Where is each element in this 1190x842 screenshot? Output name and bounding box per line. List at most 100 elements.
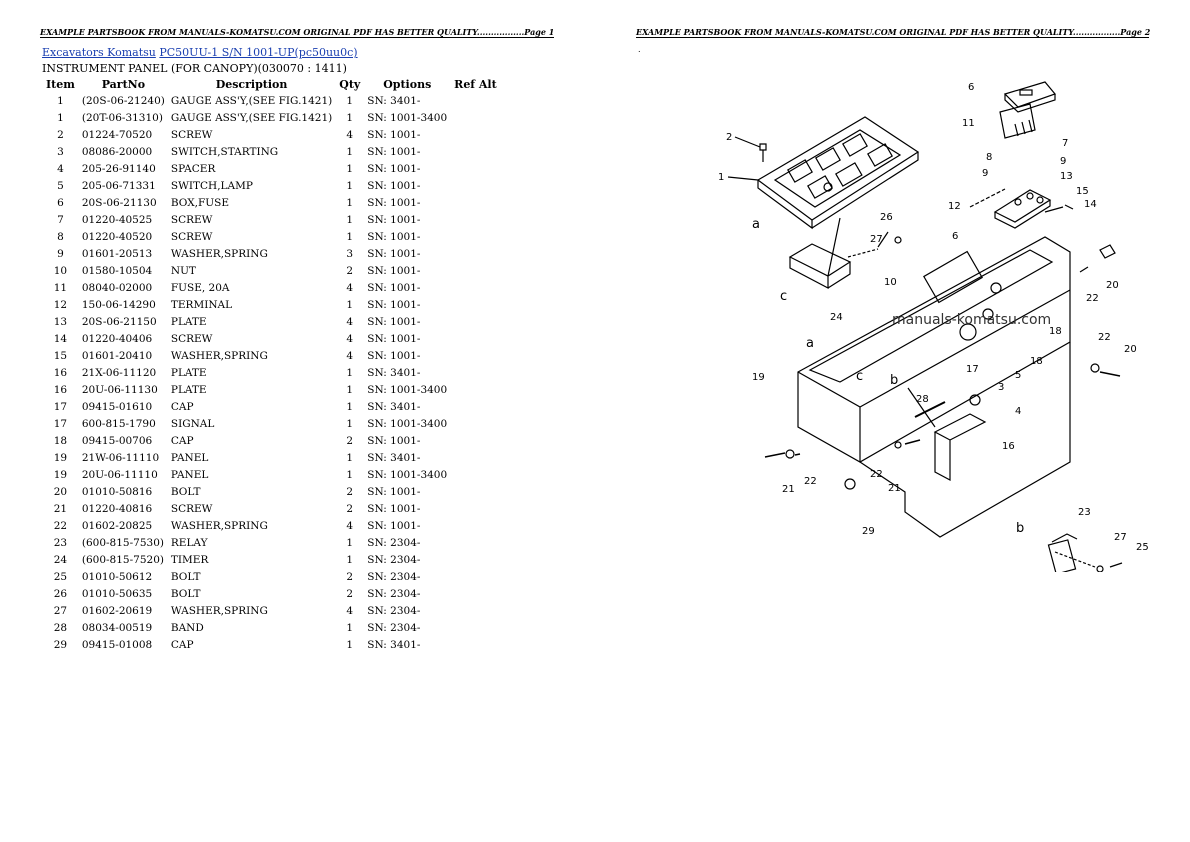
item-cell: 14	[53, 332, 68, 345]
options-cell: SN: 2304-	[367, 536, 421, 549]
callout-label: 20	[1106, 280, 1119, 291]
description-cell: WASHER,SPRING	[170, 604, 268, 617]
callout-label: 2	[726, 132, 732, 143]
options-cell: SN: 1001-	[367, 434, 421, 447]
item-cell: 16	[53, 383, 68, 396]
item-cell: 11	[53, 281, 68, 294]
description-cell: NUT	[170, 264, 196, 277]
callout-label: 17	[966, 364, 979, 375]
options-cell: SN: 2304-	[367, 570, 421, 583]
col-header-partno: PartNo	[101, 77, 146, 91]
header-rule-page2	[636, 37, 1149, 38]
qty-cell: 2	[346, 264, 354, 277]
partno-cell: 08040-02000	[81, 281, 153, 294]
callout-label: 3	[998, 382, 1004, 393]
options-cell: SN: 1001-	[367, 281, 421, 294]
qty-cell: 2	[346, 570, 354, 583]
description-cell: WASHER,SPRING	[170, 519, 268, 532]
breadcrumb-link-category[interactable]: Excavators Komatsu	[42, 46, 156, 59]
col-header-qty: Qty	[339, 77, 361, 91]
breadcrumb-link-model[interactable]: PC50UU-1 S/N 1001-UP(pc50uu0c)	[159, 46, 358, 59]
partno-cell: 01220-40816	[81, 502, 153, 515]
reference-letter: a	[752, 217, 760, 232]
description-cell: BOLT	[170, 587, 201, 600]
item-cell: 16	[53, 366, 68, 379]
callout-label: 20	[1124, 344, 1137, 355]
options-cell: SN: 1001-	[367, 247, 421, 260]
partno-cell: 09415-01610	[81, 400, 153, 413]
col-header-options: Options	[383, 77, 432, 91]
callout-label: 15	[1076, 186, 1089, 197]
page2-header: EXAMPLE PARTSBOOK FROM MANUALS-KOMATSU.C…	[636, 27, 1151, 37]
partno-cell: 600-815-1790	[81, 417, 156, 430]
header-rule-page1	[40, 37, 554, 38]
qty-cell: 1	[346, 196, 354, 209]
description-cell: BOLT	[170, 485, 201, 498]
partno-cell: (600-815-7520)	[81, 553, 164, 566]
callout-label: 22	[870, 469, 883, 480]
description-cell: PLATE	[170, 383, 207, 396]
callout-label: 27	[870, 234, 883, 245]
item-cell: 24	[53, 553, 68, 566]
qty-cell: 2	[346, 587, 354, 600]
callout-label: 13	[1060, 171, 1073, 182]
item-cell: 22	[53, 519, 68, 532]
parts-table: Item PartNo Description Qty Options Ref …	[42, 76, 501, 653]
partno-cell: 20S-06-21130	[81, 196, 157, 209]
qty-cell: 1	[346, 94, 354, 107]
qty-cell: 3	[346, 247, 354, 260]
options-cell: SN: 3401-	[367, 400, 421, 413]
item-cell: 1	[57, 111, 64, 124]
description-cell: BOLT	[170, 570, 201, 583]
reference-letter: c	[780, 289, 787, 304]
refalt-cell	[450, 364, 501, 381]
description-cell: SCREW	[170, 502, 213, 515]
table-header-row: Item PartNo Description Qty Options Ref …	[42, 76, 501, 92]
partno-cell: 20U-06-11130	[81, 383, 158, 396]
reference-letter: a	[806, 336, 814, 351]
qty-cell: 2	[346, 502, 354, 515]
refalt-cell	[450, 228, 501, 245]
callout-label: 22	[1086, 293, 1099, 304]
callout-label: 6	[968, 82, 974, 93]
options-cell: SN: 3401-	[367, 451, 421, 464]
callout-label: 18	[1049, 326, 1062, 337]
refalt-cell	[450, 432, 501, 449]
refalt-cell	[450, 466, 501, 483]
item-cell: 20	[53, 485, 68, 498]
options-cell: SN: 1001-	[367, 196, 421, 209]
partno-cell: 01010-50816	[81, 485, 153, 498]
callout-label: 23	[1078, 507, 1091, 518]
description-cell: PLATE	[170, 315, 207, 328]
partno-cell: 01601-20513	[81, 247, 153, 260]
qty-cell: 1	[346, 111, 354, 124]
refalt-cell	[450, 381, 501, 398]
description-cell: SPACER	[170, 162, 216, 175]
item-cell: 1	[57, 94, 64, 107]
item-cell: 28	[53, 621, 68, 634]
description-cell: TERMINAL	[170, 298, 233, 311]
options-cell: SN: 1001-	[367, 179, 421, 192]
qty-cell: 1	[346, 213, 354, 226]
refalt-cell	[450, 585, 501, 602]
refalt-cell	[450, 449, 501, 466]
qty-cell: 4	[346, 604, 354, 617]
col-header-refalt: Ref Alt	[454, 77, 497, 91]
callout-label: 22	[1098, 332, 1111, 343]
item-cell: 27	[53, 604, 68, 617]
description-cell: SCREW	[170, 128, 213, 141]
refalt-cell	[450, 126, 501, 143]
qty-cell: 4	[346, 315, 354, 328]
options-cell: SN: 1001-	[367, 519, 421, 532]
